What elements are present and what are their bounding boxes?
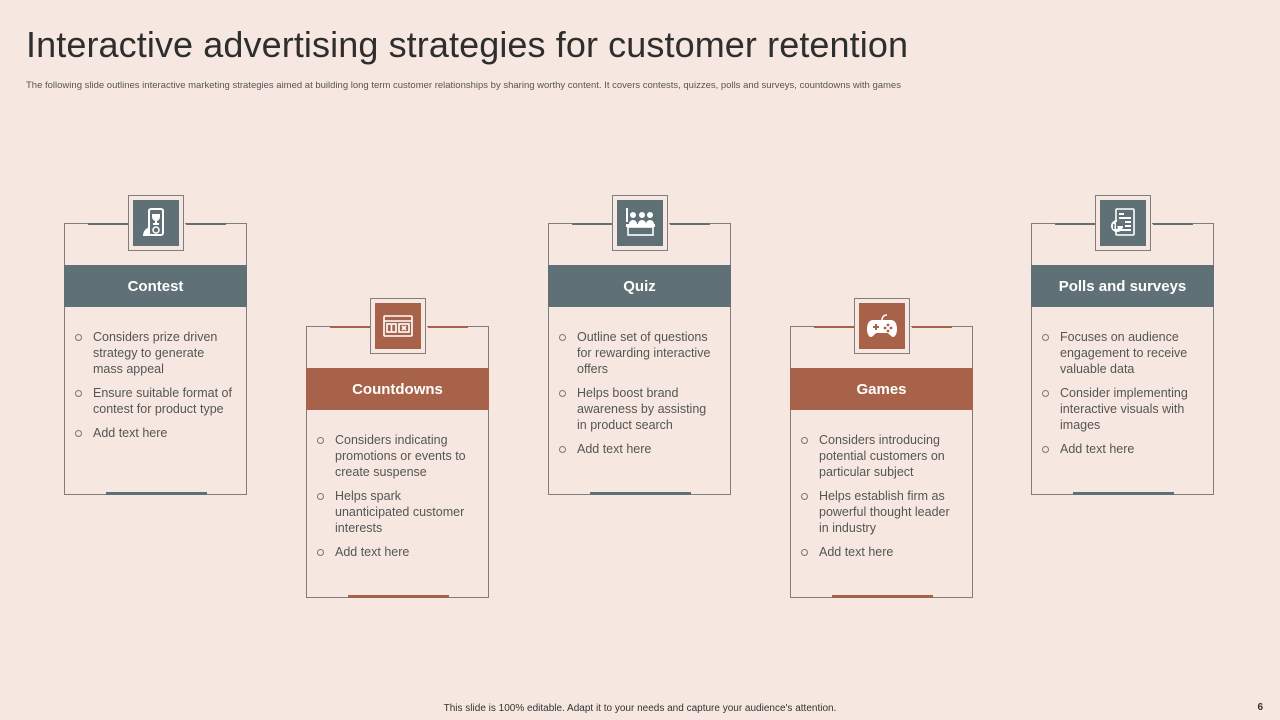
card-contest: Contest Considers prize driven strategy … [64, 195, 247, 495]
card-heading: Quiz [548, 265, 731, 307]
survey-report-icon [1111, 208, 1135, 236]
bullet-item: Focuses on audience engagement to receiv… [1042, 329, 1202, 377]
countdowns-icon-box [370, 298, 426, 354]
bullet-item: Considers introducing potential customer… [801, 432, 961, 480]
card-polls-surveys: Polls and surveys Focuses on audience en… [1031, 195, 1214, 495]
bullet-list: Considers indicating promotions or event… [317, 432, 477, 568]
bullet-list: Focuses on audience engagement to receiv… [1042, 329, 1202, 465]
card-games: Games Considers introducing potential cu… [790, 298, 973, 598]
bullet-list: Considers introducing potential customer… [801, 432, 961, 568]
bullet-item: Outline set of questions for rewarding i… [559, 329, 719, 377]
card-countdowns: Countdowns Considers indicating promotio… [306, 298, 489, 598]
contest-icon-box [128, 195, 184, 251]
polls-icon-box [1095, 195, 1151, 251]
quiz-icon-box [612, 195, 668, 251]
bullet-item: Add text here [75, 425, 235, 441]
games-icon-box [854, 298, 910, 354]
bullet-list: Outline set of questions for rewarding i… [559, 329, 719, 465]
bullet-item: Add text here [559, 441, 719, 457]
bullet-item: Add text here [801, 544, 961, 560]
bullet-item: Considers prize driven strategy to gener… [75, 329, 235, 377]
bullet-item: Consider implementing interactive visual… [1042, 385, 1202, 433]
bullet-list: Considers prize driven strategy to gener… [75, 329, 235, 449]
bullet-item: Add text here [1042, 441, 1202, 457]
card-quiz: Quiz Outline set of questions for reward… [548, 195, 731, 495]
bullet-item: Helps establish firm as powerful thought… [801, 488, 961, 536]
trophy-phone-icon [143, 208, 164, 236]
page-number: 6 [1257, 702, 1263, 713]
slide-subtitle: The following slide outlines interactive… [26, 80, 901, 91]
bullet-item: Helps boost brand awareness by assisting… [559, 385, 719, 433]
bullet-item: Ensure suitable format of contest for pr… [75, 385, 235, 417]
slide-title: Interactive advertising strategies for c… [26, 24, 909, 65]
quiz-contestants-icon [626, 208, 655, 236]
bullet-item: Add text here [317, 544, 477, 560]
gamepad-icon [867, 314, 897, 337]
countdown-timer-icon [383, 315, 413, 337]
card-heading: Contest [64, 265, 247, 307]
card-heading: Games [790, 368, 973, 410]
bullet-item: Considers indicating promotions or event… [317, 432, 477, 480]
slide-footer: This slide is 100% editable. Adapt it to… [443, 703, 837, 714]
card-heading: Polls and surveys [1031, 265, 1214, 307]
card-heading: Countdowns [306, 368, 489, 410]
bullet-item: Helps spark unanticipated customer inter… [317, 488, 477, 536]
